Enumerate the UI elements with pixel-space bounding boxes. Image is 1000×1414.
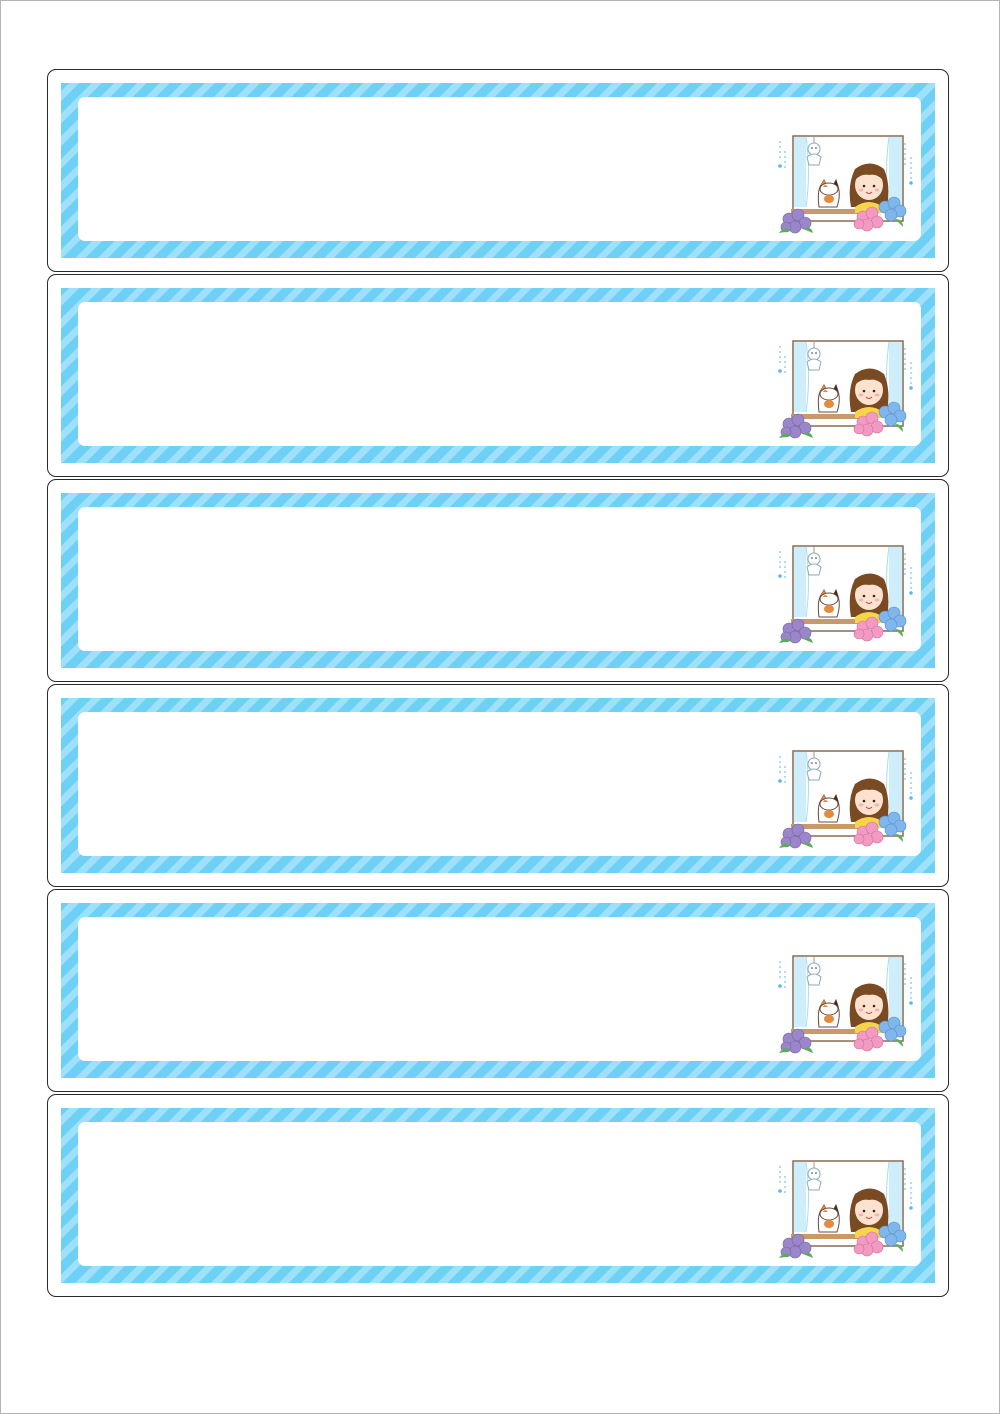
- striped-frame: [61, 903, 935, 1078]
- striped-frame: [61, 288, 935, 463]
- striped-frame: [61, 1108, 935, 1283]
- rainy-window-illustration-icon: [778, 1160, 913, 1259]
- name-label-card: [47, 1094, 949, 1297]
- label-writing-area[interactable]: [78, 917, 921, 1061]
- name-label-card: [47, 274, 949, 477]
- name-label-card: [47, 684, 949, 887]
- rainy-window-illustration-icon: [778, 750, 913, 849]
- name-label-card: [47, 479, 949, 682]
- rainy-window-illustration-icon: [778, 135, 913, 234]
- name-label-card: [47, 69, 949, 272]
- striped-frame: [61, 698, 935, 873]
- label-writing-area[interactable]: [78, 1122, 921, 1266]
- name-label-card: [47, 889, 949, 1092]
- label-writing-area[interactable]: [78, 302, 921, 446]
- rainy-window-illustration-icon: [778, 545, 913, 644]
- rainy-window-illustration-icon: [778, 340, 913, 439]
- label-writing-area[interactable]: [78, 712, 921, 856]
- striped-frame: [61, 83, 935, 258]
- rainy-window-illustration-icon: [778, 955, 913, 1054]
- label-writing-area[interactable]: [78, 507, 921, 651]
- label-writing-area[interactable]: [78, 97, 921, 241]
- striped-frame: [61, 493, 935, 668]
